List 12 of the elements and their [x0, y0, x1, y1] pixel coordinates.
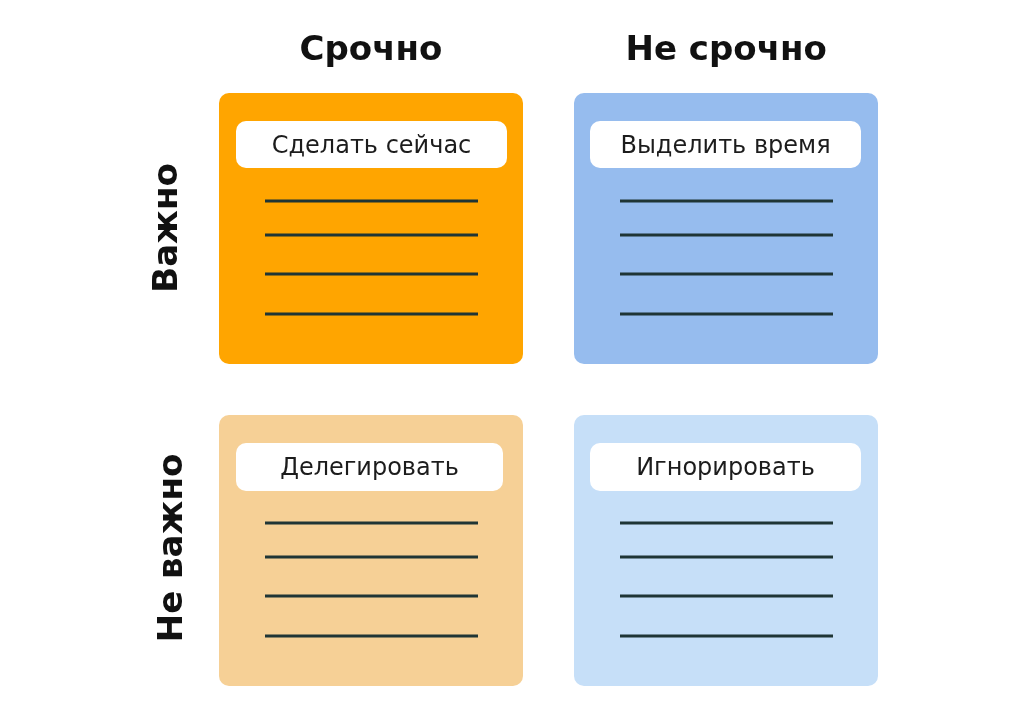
quadrant-box [219, 93, 523, 364]
column-heading: Срочно [299, 28, 443, 68]
label-pill: Делегировать [236, 443, 503, 491]
label-pill: Сделать сейчас [236, 121, 507, 168]
row-heading: Важно [144, 163, 185, 293]
quadrant-box [219, 415, 523, 686]
label-pill: Выделить время [590, 121, 861, 168]
quadrant-box [574, 415, 878, 686]
label-pill: Игнорировать [590, 443, 861, 491]
column-heading: Не срочно [625, 28, 827, 68]
quadrant-box [574, 93, 878, 364]
row-heading: Не важно [149, 453, 190, 643]
